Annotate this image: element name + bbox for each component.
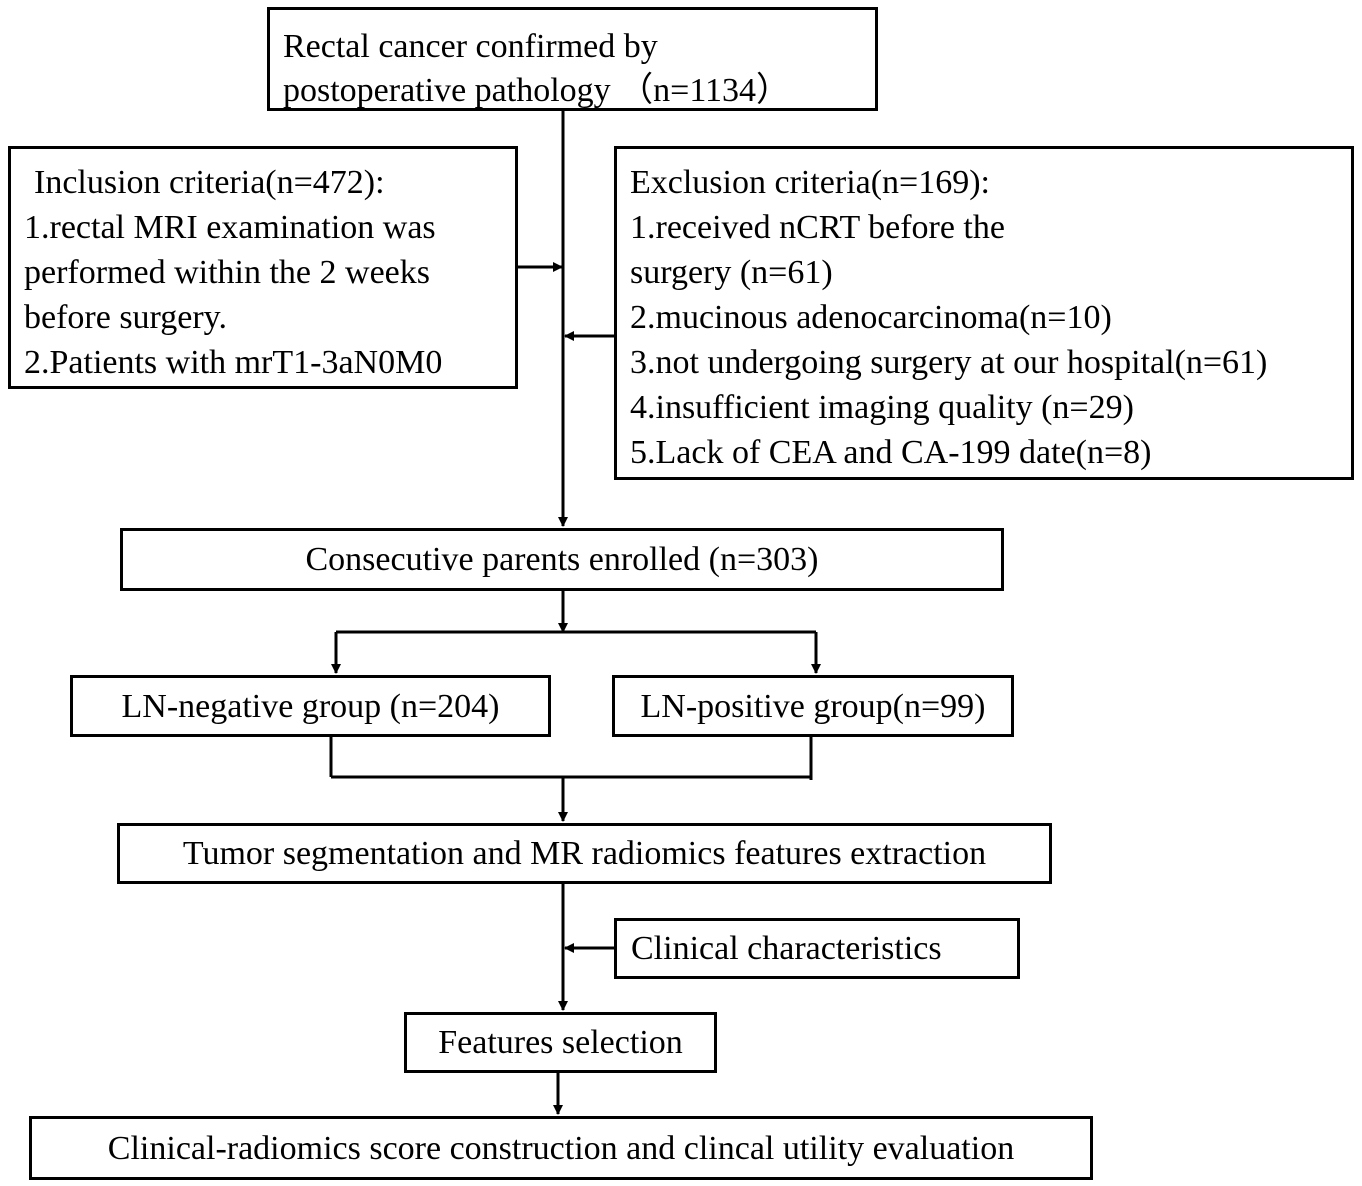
inclusion-title: Inclusion criteria(n=472): [34, 164, 385, 201]
exclusion-line-2: surgery (n=61) [630, 254, 833, 291]
inclusion-line-3: before surgery. [24, 299, 227, 336]
exclusion-line-6: 5.Lack of CEA and CA-199 date(n=8) [630, 434, 1152, 471]
exclusion-line-5: 4.insufficient imaging quality (n=29) [630, 389, 1134, 426]
start-line-2: postoperative pathology （n=1134） [283, 72, 791, 109]
ln-positive-box: LN-positive group(n=99) [612, 675, 1014, 737]
start-line-1: Rectal cancer confirmed by [283, 28, 658, 65]
clinical-characteristics-label: Clinical characteristics [631, 930, 942, 967]
exclusion-line-4: 3.not undergoing surgery at our hospital… [630, 344, 1268, 381]
exclusion-title: Exclusion criteria(n=169): [630, 164, 991, 201]
clinical-characteristics-box: Clinical characteristics [614, 918, 1020, 979]
inclusion-box: Inclusion criteria(n=472): 1.rectal MRI … [8, 146, 518, 389]
ln-positive-label: LN-positive group(n=99) [640, 687, 986, 725]
score-construction-label: Clinical-radiomics score construction an… [107, 1129, 1015, 1167]
features-selection-label: Features selection [438, 1024, 683, 1061]
inclusion-line-4: 2.Patients with mrT1-3aN0M0 [24, 344, 443, 381]
score-construction-box: Clinical-radiomics score construction an… [29, 1116, 1093, 1180]
exclusion-box: Exclusion criteria(n=169): 1.received nC… [614, 146, 1354, 480]
exclusion-line-3: 2.mucinous adenocarcinoma(n=10) [630, 299, 1112, 336]
features-selection-box: Features selection [404, 1012, 717, 1073]
inclusion-line-2: performed within the 2 weeks [24, 254, 430, 291]
ln-negative-box: LN-negative group (n=204) [70, 675, 551, 737]
exclusion-line-1: 1.received nCRT before the [630, 209, 1005, 246]
ln-negative-label: LN-negative group (n=204) [121, 687, 500, 725]
enrolled-box: Consecutive parents enrolled (n=303) [120, 528, 1004, 591]
segmentation-box: Tumor segmentation and MR radiomics feat… [117, 823, 1052, 884]
enrolled-label: Consecutive parents enrolled (n=303) [305, 541, 819, 578]
segmentation-label: Tumor segmentation and MR radiomics feat… [182, 835, 987, 872]
start-box: Rectal cancer confirmed by postoperative… [267, 7, 878, 111]
inclusion-line-1: 1.rectal MRI examination was [24, 209, 436, 246]
